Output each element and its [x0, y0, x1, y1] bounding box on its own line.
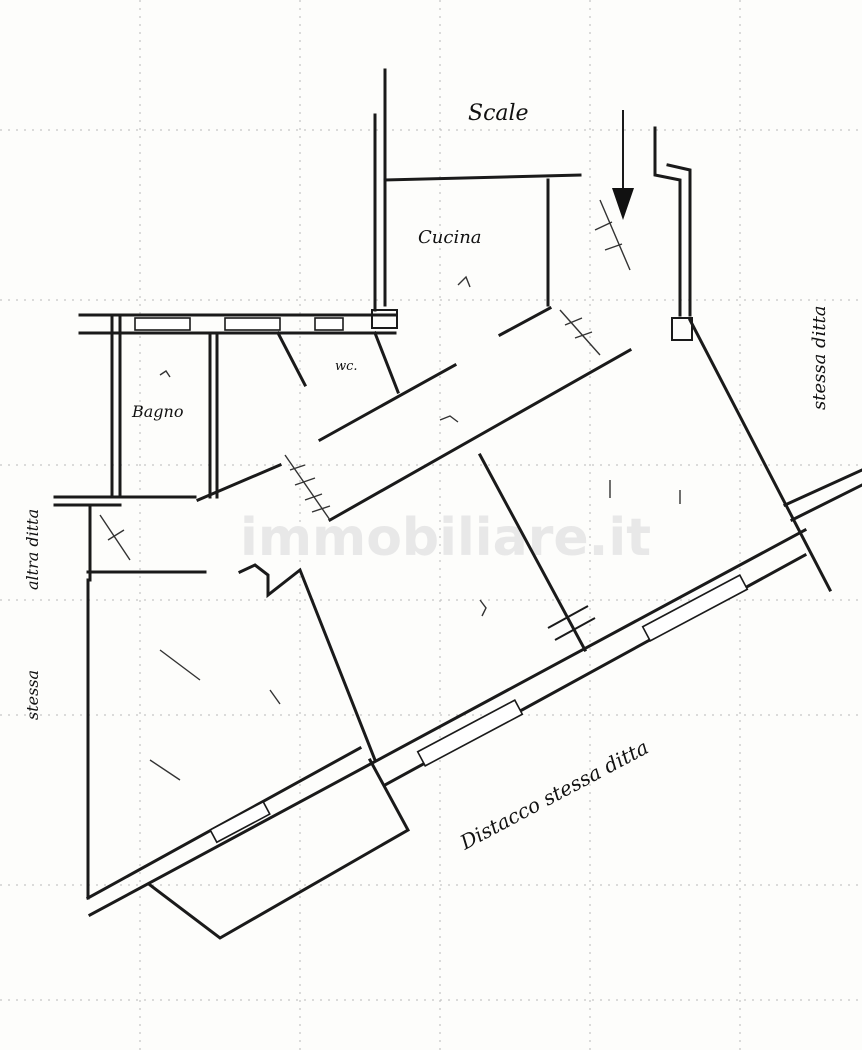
label-distacco: Distacco stessa ditta [455, 735, 652, 855]
label-altra-ditta: altra ditta [23, 509, 42, 590]
entrance-arrow-icon [612, 188, 634, 220]
corridor-walls [317, 305, 862, 653]
watermark: immobiliare.it [240, 508, 651, 568]
label-stessa-ditta: stessa ditta [809, 305, 830, 410]
label-cucina: Cucina [418, 227, 482, 248]
hatch-marks [99, 199, 631, 781]
balcony [147, 757, 411, 940]
scribbles [159, 275, 681, 705]
label-wc: wc. [335, 359, 358, 374]
top-wall [78, 309, 398, 335]
facade [87, 527, 808, 918]
bathroom-walls [53, 313, 400, 507]
stairwell-walls [373, 68, 692, 317]
label-scale: Scale [468, 101, 529, 126]
label-stessa-left: stessa [23, 670, 42, 720]
label-bagno: Bagno [131, 402, 183, 421]
